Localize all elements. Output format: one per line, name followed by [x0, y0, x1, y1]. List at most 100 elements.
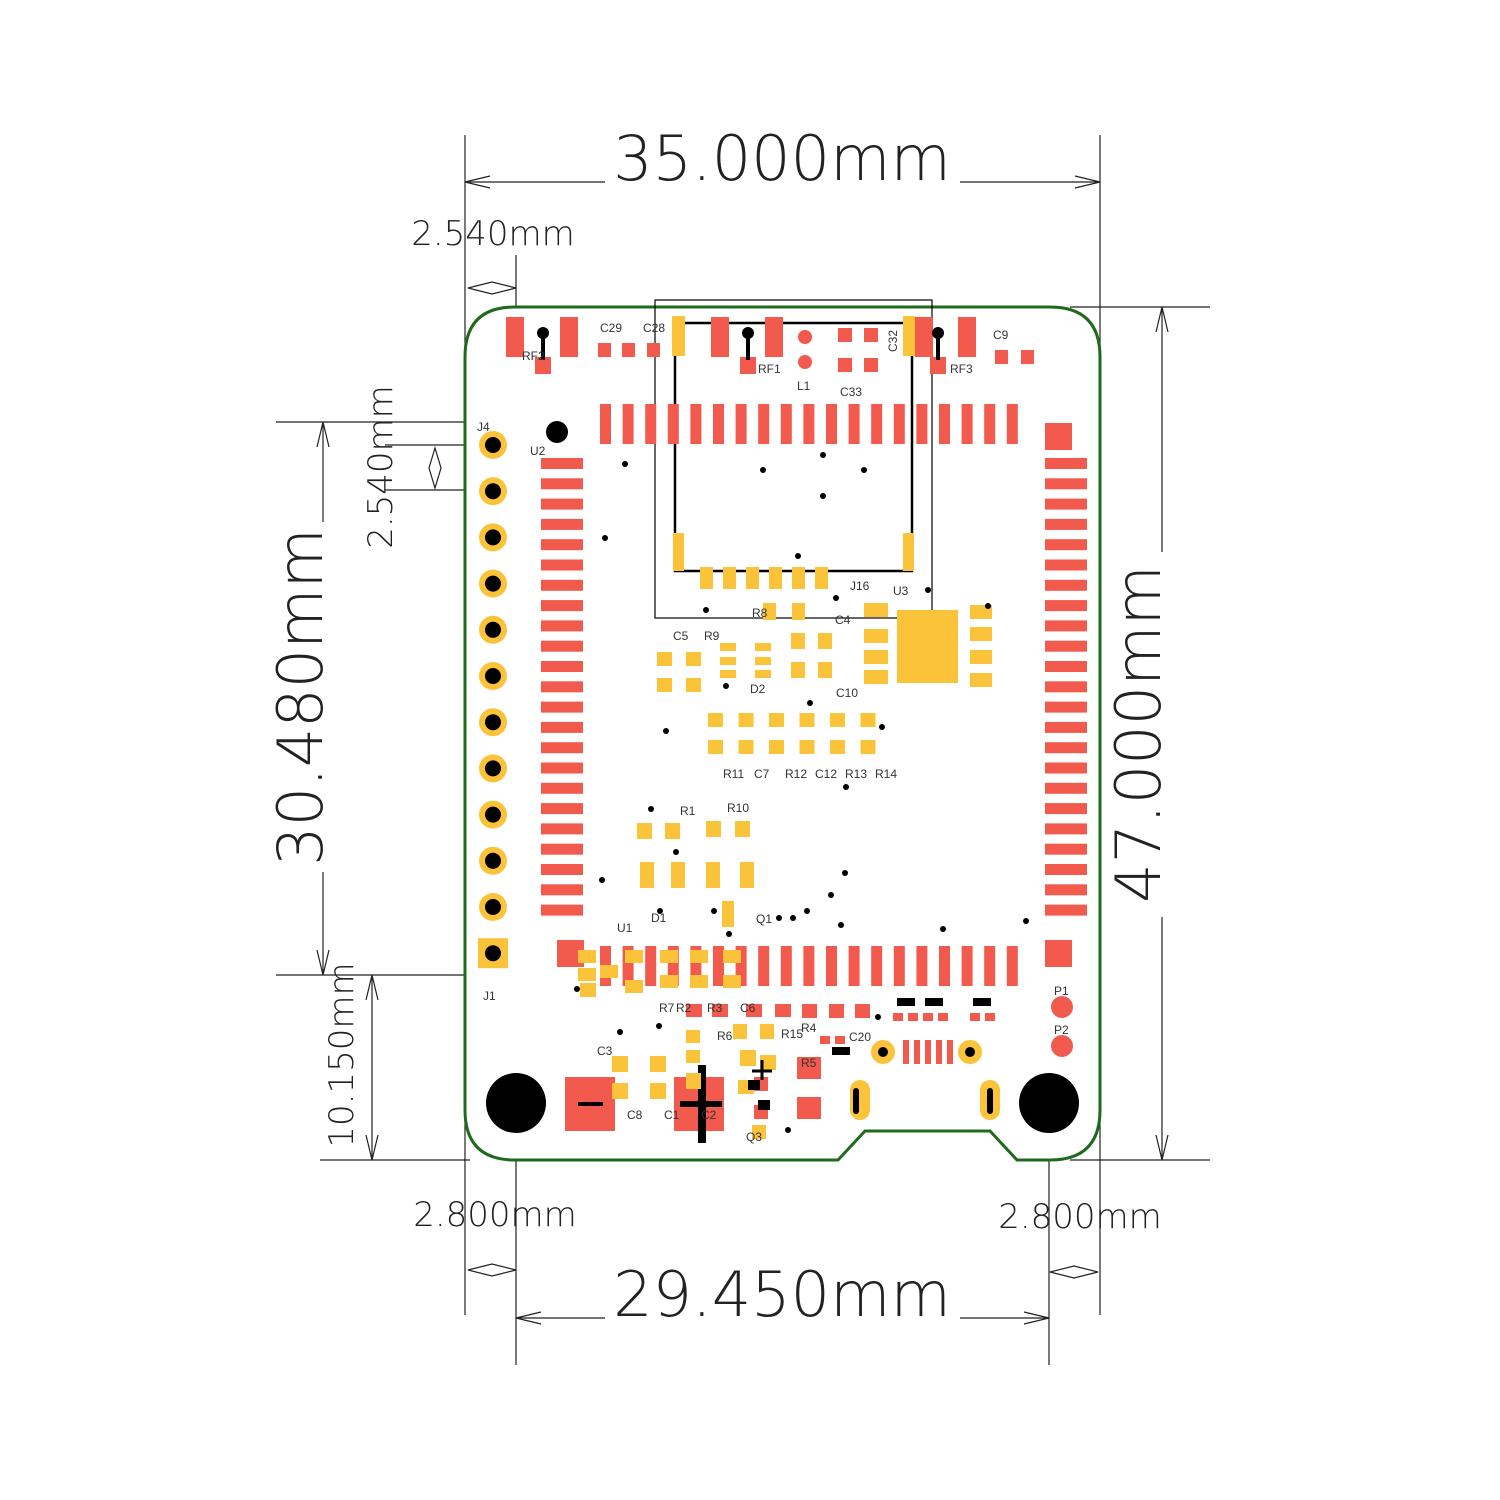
u2-pad — [541, 579, 583, 591]
pad — [973, 998, 991, 1006]
usb-pin — [947, 1040, 953, 1064]
label-r13: R13 — [845, 767, 867, 781]
u2-pad — [541, 843, 583, 855]
pad — [686, 678, 701, 692]
via — [807, 700, 813, 706]
pad — [970, 650, 992, 664]
pad — [723, 567, 736, 589]
u2-pad — [1045, 904, 1087, 916]
pad — [860, 740, 876, 754]
label-c32: C32 — [886, 330, 900, 352]
label-r15: R15 — [781, 1027, 803, 1041]
pad — [720, 643, 736, 651]
pad — [970, 627, 992, 641]
mount-hole-right — [1019, 1073, 1079, 1133]
pad — [657, 652, 672, 666]
via — [776, 915, 782, 921]
u2-pad — [713, 404, 724, 444]
via — [673, 849, 679, 855]
pad — [625, 950, 643, 963]
u2-pad — [803, 946, 815, 986]
via — [828, 892, 834, 898]
via — [726, 931, 732, 937]
pad — [660, 950, 678, 963]
header-pin-hole — [485, 852, 501, 869]
via — [656, 1023, 662, 1029]
usb-pin — [925, 1040, 931, 1064]
usb-pin — [936, 1040, 942, 1064]
label-q1: Q1 — [756, 912, 772, 926]
u2-pad — [1045, 701, 1087, 713]
test-pad-p2 — [1051, 1035, 1073, 1057]
pad — [733, 1024, 747, 1039]
pad — [792, 603, 805, 620]
pad — [746, 567, 759, 589]
pad — [797, 1097, 821, 1119]
pad — [708, 740, 723, 754]
u2-pad — [1045, 864, 1087, 875]
pad — [647, 343, 660, 357]
label-r10: R10 — [727, 801, 749, 815]
pad — [835, 1036, 845, 1044]
u2-pin1-marker — [546, 421, 568, 443]
label-r3: R3 — [707, 1001, 723, 1015]
label-rf1: RF1 — [758, 362, 781, 376]
rf-pin-head — [932, 327, 944, 339]
dim-overall-height: 47.000mm — [1102, 565, 1175, 903]
u2-pad — [541, 904, 583, 916]
pad — [799, 713, 815, 727]
via — [622, 461, 628, 467]
via — [760, 467, 766, 473]
u2-pad — [916, 404, 928, 444]
pad — [830, 713, 845, 727]
pad — [864, 629, 888, 643]
label-rf3: RF3 — [950, 362, 973, 376]
pad — [708, 713, 723, 727]
u2-pad — [667, 404, 679, 444]
pad — [535, 357, 551, 374]
pad — [720, 657, 736, 665]
label-q3: Q3 — [746, 1130, 762, 1144]
label-c4: C4 — [835, 613, 851, 627]
pad — [818, 662, 832, 678]
u2-pad — [848, 946, 860, 986]
u2-pad — [1045, 823, 1087, 835]
header-pin-hole — [485, 575, 501, 592]
dim-overall-width: 35.000mm — [613, 122, 951, 195]
header-pin-hole — [485, 714, 501, 731]
label-p2: P2 — [1054, 1023, 1069, 1037]
pad — [893, 1013, 903, 1021]
u2-pad — [541, 721, 583, 733]
via — [599, 877, 605, 883]
label-p1: P1 — [1054, 984, 1069, 998]
pad — [598, 343, 611, 357]
usb-slot — [987, 1088, 993, 1114]
pad — [625, 980, 643, 993]
u2-pad — [893, 946, 905, 986]
pad — [838, 358, 852, 372]
pad — [829, 1004, 844, 1018]
header-pin-hole — [485, 945, 501, 962]
u2-pad — [826, 404, 837, 444]
u2-pad — [1045, 559, 1087, 571]
label-r9: R9 — [704, 629, 720, 643]
pad — [720, 670, 736, 678]
label-d1: D1 — [651, 911, 667, 925]
pad — [760, 1055, 776, 1070]
pad — [798, 330, 812, 344]
pad — [738, 740, 754, 754]
usb-pin — [903, 1040, 909, 1064]
u2-pad — [541, 498, 583, 510]
u2-pad — [1045, 843, 1087, 855]
u2-pad — [541, 458, 583, 469]
label-r14: R14 — [875, 767, 897, 781]
pad — [686, 1073, 701, 1089]
pad — [740, 357, 756, 374]
pad — [740, 1050, 756, 1066]
u2-pad — [1045, 803, 1087, 815]
u2-pad — [939, 946, 950, 986]
pad — [838, 328, 852, 342]
label-r8: R8 — [752, 606, 768, 620]
pad — [612, 1083, 628, 1099]
dim-mount-right: 2.800mm — [998, 1197, 1162, 1237]
